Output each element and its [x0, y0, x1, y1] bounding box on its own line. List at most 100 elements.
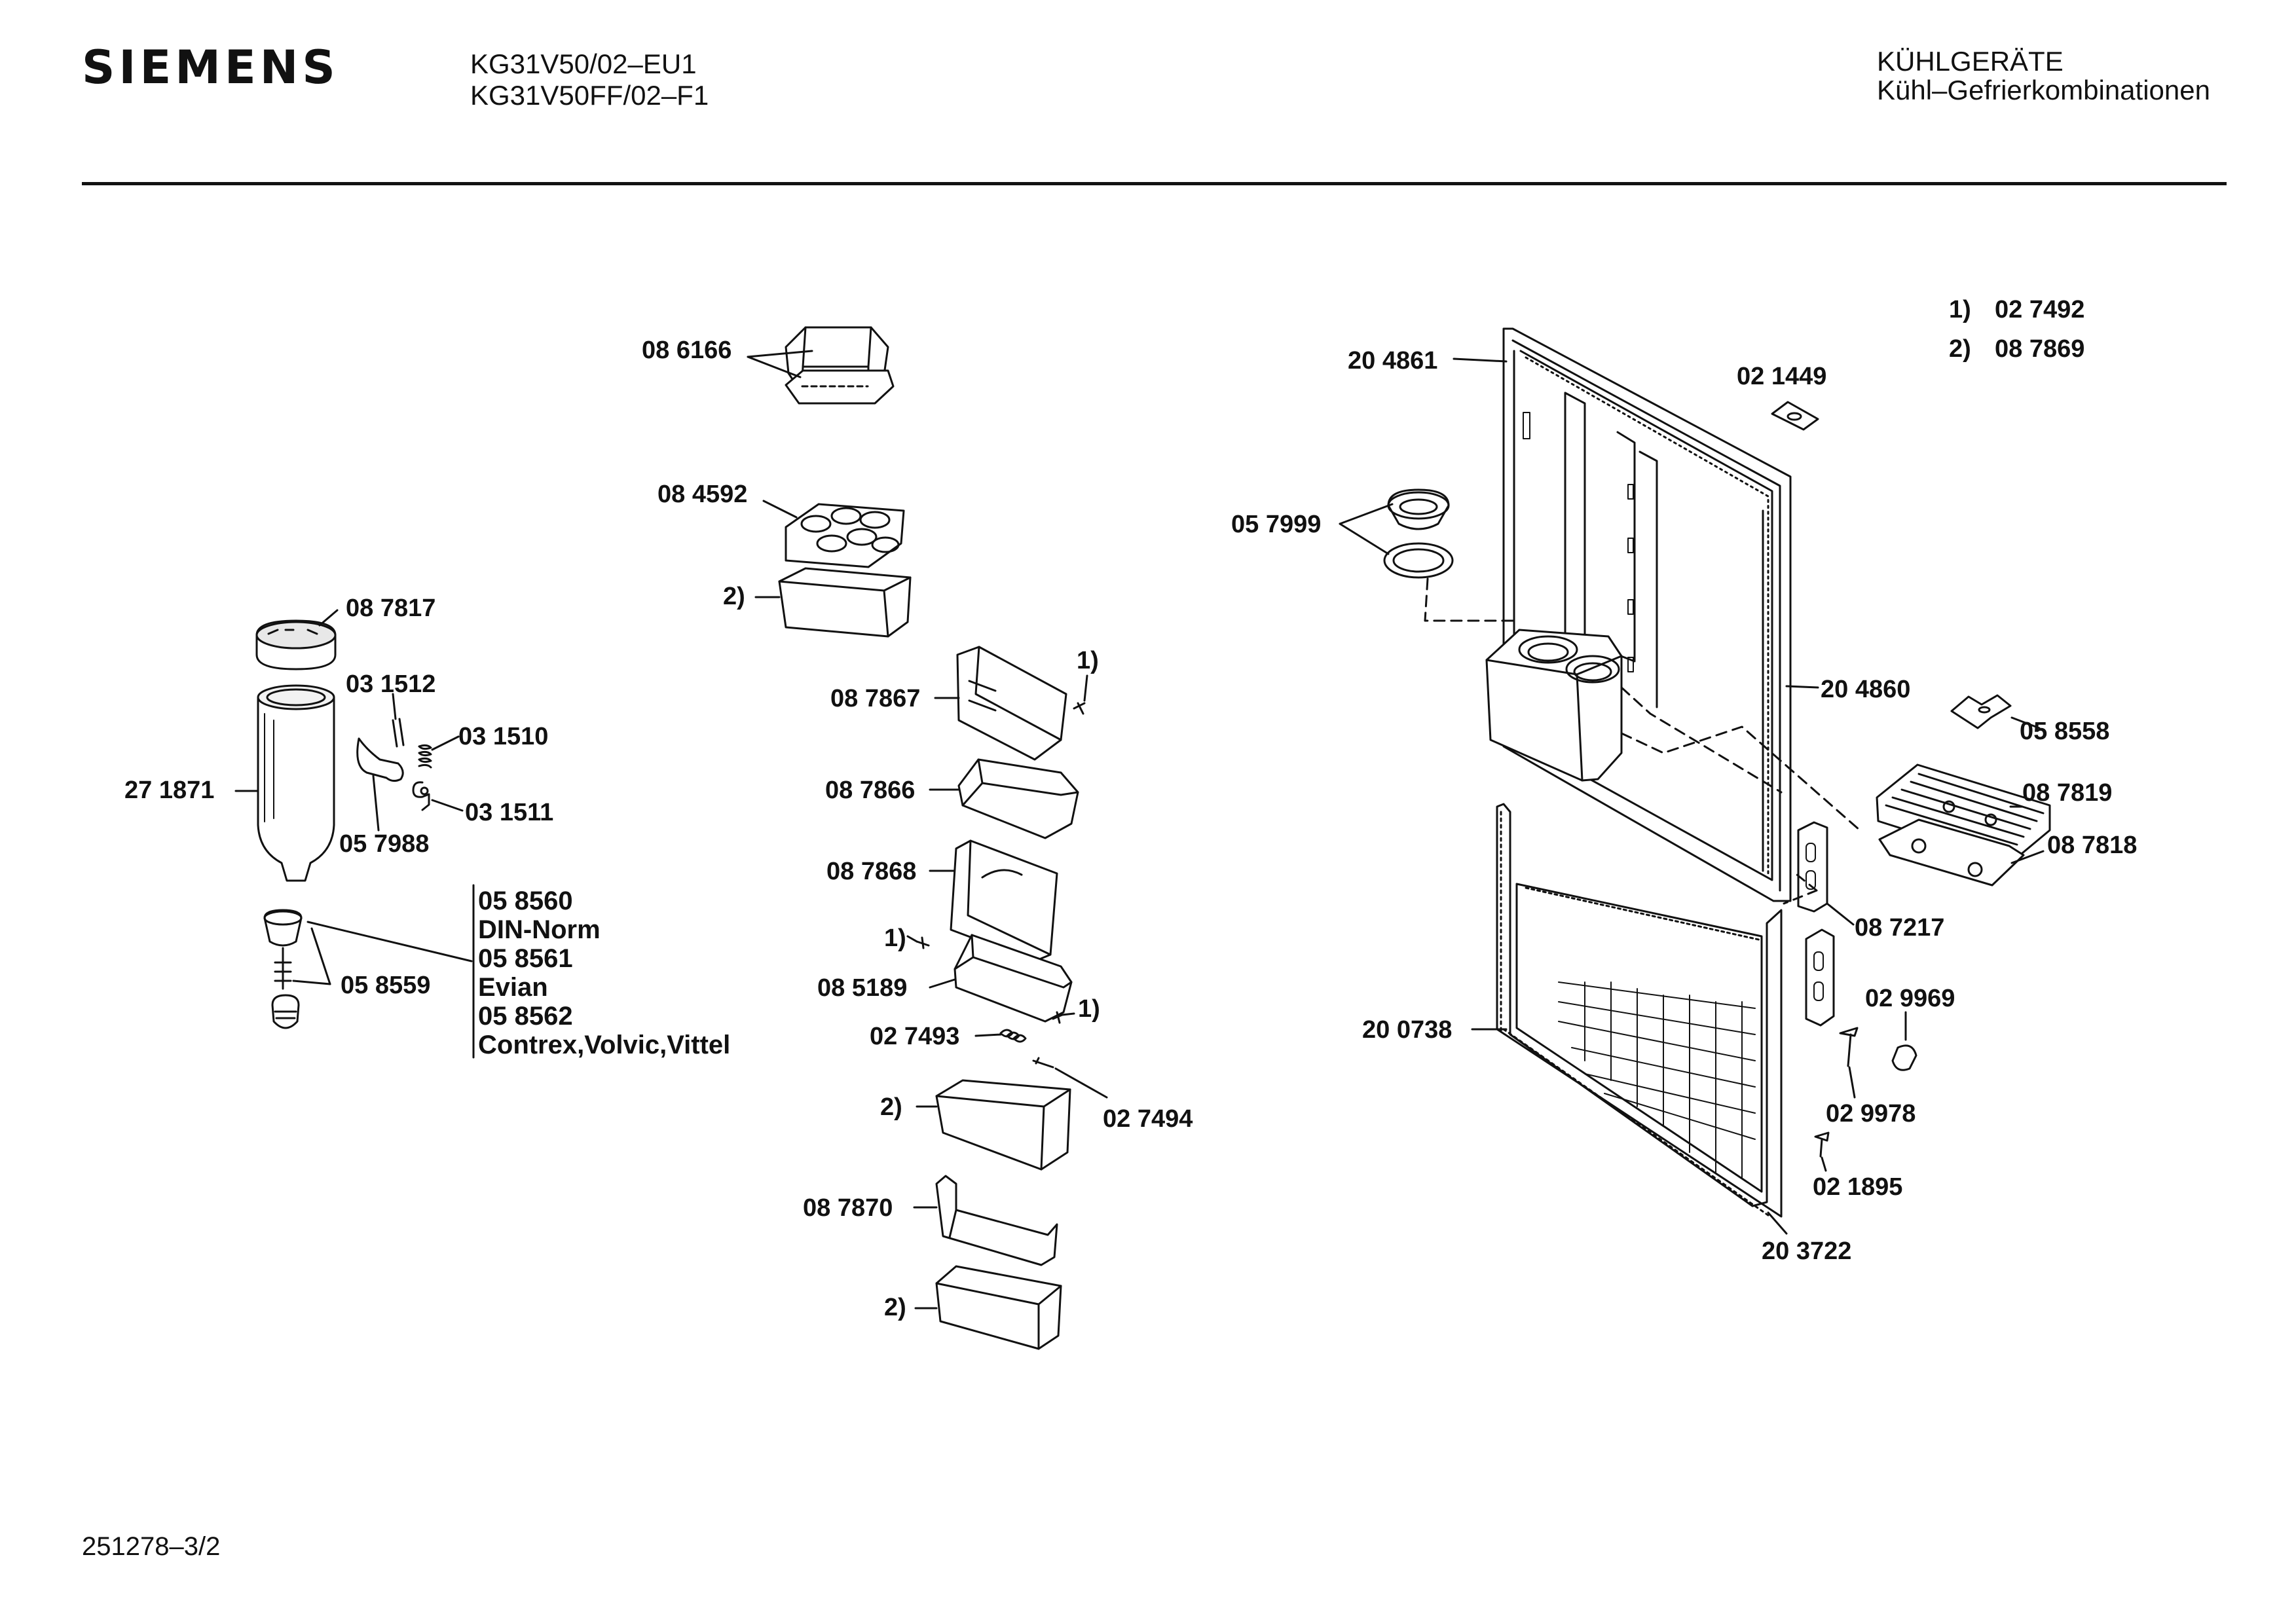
part-label-200738: 20 0738: [1362, 1016, 1453, 1044]
part-label-029969: 02 9969: [1865, 985, 1955, 1012]
part-label-086166: 08 6166: [642, 337, 732, 364]
screw-4: [1033, 1058, 1053, 1067]
part-label-087819: 08 7819: [2022, 779, 2113, 807]
leader-057999-a: [1340, 504, 1392, 524]
leader-058558: [2012, 718, 2039, 728]
screw-2: [917, 938, 929, 948]
leader-058559-a: [312, 928, 330, 984]
cap-drawing: [1893, 1046, 1916, 1070]
egg-tray-drawing: [786, 504, 904, 567]
freezer-door-drawing: [1497, 804, 1781, 1217]
footnote-marker-2: 2): [1949, 335, 1971, 363]
part-label-031511: 03 1511: [465, 799, 554, 826]
variant-name-evian: Evian: [478, 973, 548, 1002]
part-label-204861: 20 4861: [1348, 347, 1438, 375]
bottle-cap-drawing: [257, 621, 335, 669]
leader-057999-b: [1340, 524, 1388, 554]
footnote-part-2: 08 7869: [1995, 335, 2085, 363]
part-label-271871: 27 1871: [124, 777, 215, 804]
leader-204861: [1454, 359, 1506, 361]
part-label-027494: 02 7494: [1103, 1105, 1193, 1133]
footnote-marker-1: 1): [1949, 296, 1971, 323]
fridge-door-drawing: [1504, 329, 1790, 901]
part-label-087870: 08 7870: [803, 1194, 893, 1222]
assembly-line-2: [1621, 687, 1860, 830]
assembly-line-3: [1784, 875, 1817, 904]
leader-031512: [393, 694, 396, 719]
screw-1: [1074, 676, 1087, 714]
clip-drawing: [1772, 402, 1818, 430]
part-label-021449: 02 1449: [1737, 363, 1827, 390]
leader-087217: [1827, 904, 1853, 925]
leader-031510: [432, 737, 458, 750]
door-cover-drawing-2: [951, 841, 1057, 961]
bottle-drawing: [258, 686, 334, 881]
butter-dish-drawing: [786, 327, 893, 403]
part-label-027493: 02 7493: [870, 1023, 960, 1050]
leader-variants: [308, 922, 472, 961]
door-cover-drawing: [957, 647, 1066, 760]
part-label-031512: 03 1512: [346, 670, 436, 698]
bottle-rail-drawing: [936, 1176, 1057, 1265]
part-label-057988: 05 7988: [339, 830, 430, 858]
model-number-1: KG31V50/02–EU1: [470, 48, 697, 79]
screw-3: [1053, 1012, 1062, 1023]
leader-087817: [320, 610, 337, 625]
part-label-058558: 05 8558: [2020, 718, 2110, 745]
leader-087818: [2012, 851, 2043, 863]
leader-058559-b: [293, 981, 330, 984]
note-marker-2-c: 2): [884, 1294, 906, 1321]
cup-seal-drawing: [1384, 490, 1453, 577]
door-shelf-drawing-2: [936, 1080, 1070, 1169]
leader-1-b: [908, 936, 917, 942]
leader-029978: [1849, 1067, 1855, 1097]
part-label-087817: 08 7817: [346, 595, 436, 622]
part-label-085189: 08 5189: [817, 974, 908, 1002]
part-label-021895: 02 1895: [1813, 1173, 1903, 1201]
leader-086166-b: [748, 351, 812, 357]
note-marker-1-b: 1): [884, 925, 906, 952]
leader-027493: [976, 1035, 1001, 1036]
screw-drawing-6: [1815, 1133, 1828, 1156]
leader-204860: [1787, 686, 1818, 687]
part-label-087867: 08 7867: [830, 685, 921, 712]
part-label-087868: 08 7868: [826, 858, 917, 885]
leader-057988: [373, 776, 379, 830]
screw-drawing-5: [1840, 1028, 1857, 1066]
document-number: 251278–3/2: [82, 1532, 221, 1561]
category-title: KÜHLGERÄTE: [1877, 46, 2064, 77]
siemens-logo: SIEMENS: [82, 41, 339, 94]
variant-part-058562: 05 8562: [478, 1002, 573, 1031]
part-label-029978: 02 9978: [1826, 1100, 1916, 1127]
part-label-204860: 20 4860: [1821, 676, 1911, 703]
spring-drawing: [1001, 1030, 1026, 1042]
leader-086166-a: [748, 357, 800, 377]
bottle-adapter-drawing: [265, 910, 301, 1028]
bottle-holder-insert-drawing: [1487, 630, 1621, 780]
part-label-087866: 08 7866: [825, 777, 916, 804]
part-label-087818: 08 7818: [2047, 832, 2138, 859]
footnote-part-1: 02 7492: [1995, 296, 2085, 323]
part-label-031510: 03 1510: [458, 723, 549, 750]
door-tray-drawing-2: [955, 935, 1071, 1021]
pin-spring-clip-drawing: [358, 719, 431, 810]
leader-027494: [1056, 1069, 1107, 1097]
vent-base-drawing: [1879, 820, 2024, 885]
part-label-087217: 08 7217: [1855, 914, 1945, 942]
variant-name-din-norm: DIN-Norm: [478, 915, 601, 944]
variant-part-058560: 05 8560: [478, 887, 573, 915]
door-tray-drawing-1: [959, 760, 1078, 838]
note-marker-2-b: 2): [880, 1093, 902, 1121]
leader-031511: [432, 800, 462, 811]
note-marker-2-a: 2): [723, 583, 745, 610]
leader-021895: [1822, 1158, 1826, 1171]
part-label-058559: 05 8559: [341, 972, 431, 999]
leader-084592: [764, 501, 796, 517]
variant-part-058561: 05 8561: [478, 944, 573, 973]
hinge-drawing-2: [1806, 930, 1834, 1025]
leader-085189: [930, 980, 955, 987]
note-marker-1-c: 1): [1078, 995, 1100, 1023]
door-shelf-drawing-1: [779, 568, 910, 636]
freezer-grid-drawing: [1559, 982, 1755, 1179]
